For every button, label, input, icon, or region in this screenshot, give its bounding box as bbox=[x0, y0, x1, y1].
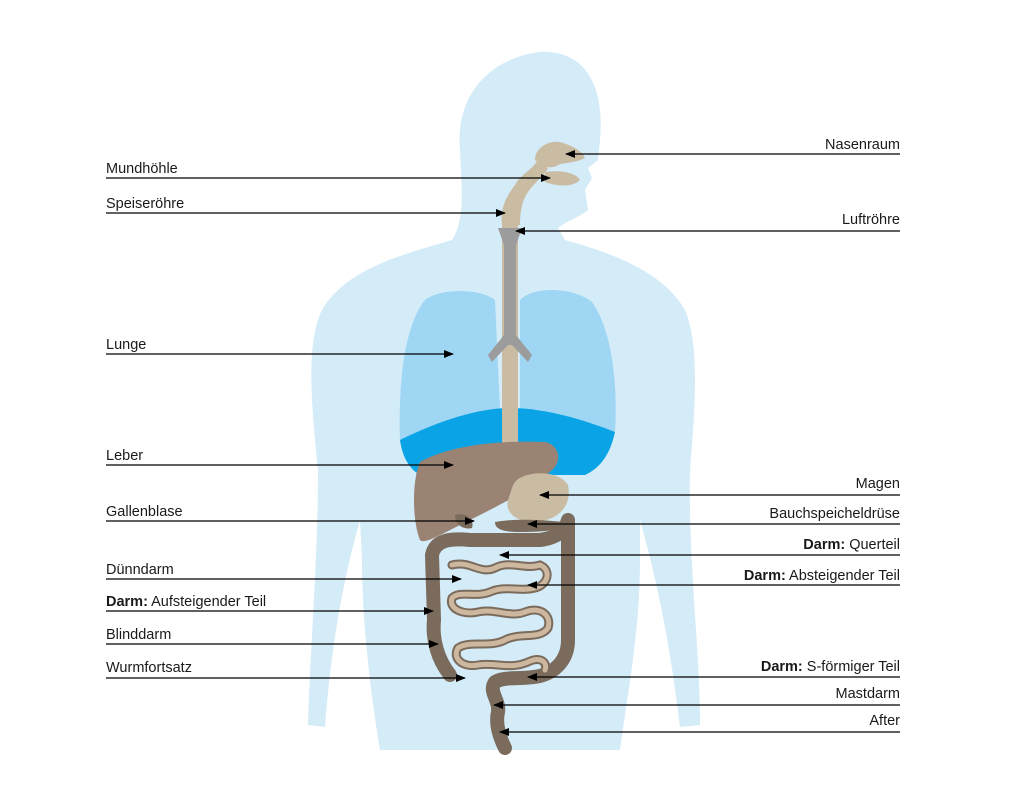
label-mundhoehle: Mundhöhle bbox=[106, 161, 178, 177]
label-lunge: Lunge bbox=[106, 337, 147, 353]
label-luftroehre: Luftröhre bbox=[841, 212, 900, 228]
left-lung bbox=[399, 291, 500, 440]
leader-lines bbox=[106, 150, 900, 736]
label-gallenblase: Gallenblase bbox=[106, 504, 183, 520]
label-duenndarm: Dünndarm bbox=[106, 562, 174, 578]
stomach bbox=[507, 473, 569, 522]
pharynx bbox=[501, 160, 548, 225]
label-speiseroehre: Speiseröhre bbox=[106, 196, 185, 212]
label-darm-s-foermig: Darm: S-förmiger Teil bbox=[760, 659, 900, 675]
label-leber: Leber bbox=[106, 448, 144, 464]
label-bauchspeicheldruese: Bauchspeicheldrüse bbox=[769, 506, 900, 522]
label-nasenraum: Nasenraum bbox=[825, 137, 900, 153]
right-lung bbox=[520, 290, 616, 432]
nasal-cavity bbox=[535, 141, 585, 168]
label-blinddarm: Blinddarm bbox=[106, 627, 172, 643]
label-darm-absteigend: Darm: Absteigender Teil bbox=[743, 568, 900, 584]
label-wurmfortsatz: Wurmfortsatz bbox=[106, 660, 192, 676]
label-magen: Magen bbox=[855, 476, 900, 492]
label-mastdarm: Mastdarm bbox=[835, 686, 900, 702]
oral-cavity bbox=[545, 171, 580, 186]
trachea-shape bbox=[488, 228, 532, 362]
label-darm-aufsteigend: Darm: Aufsteigender Teil bbox=[106, 594, 267, 610]
label-after: After bbox=[869, 713, 900, 729]
label-darm-querteil: Darm: Querteil bbox=[803, 537, 900, 553]
